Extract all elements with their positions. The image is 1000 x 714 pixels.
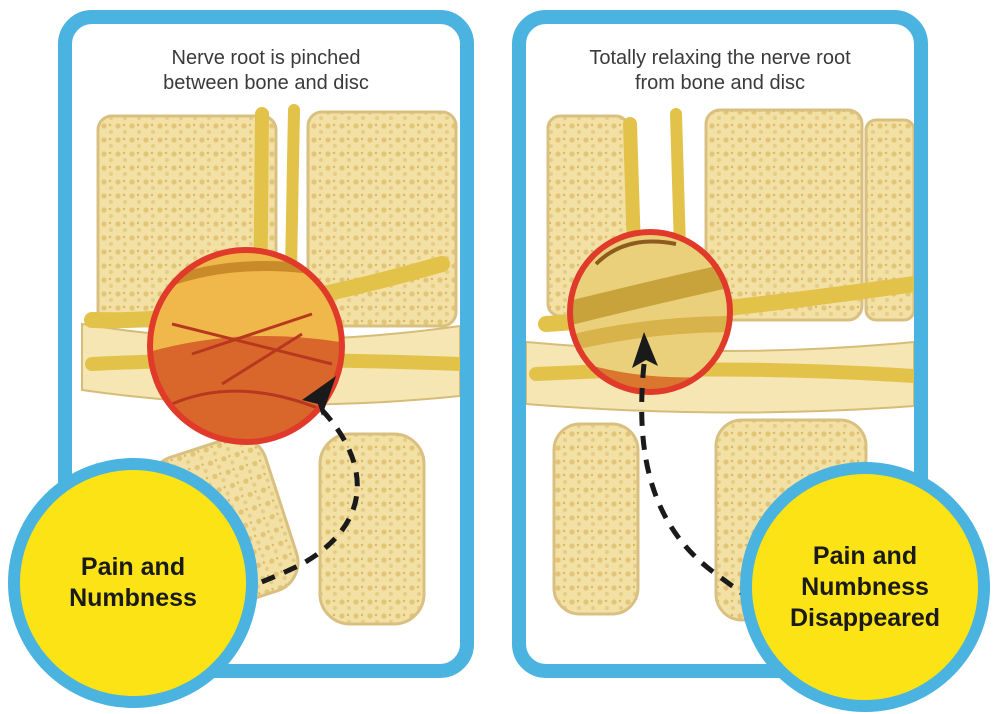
relief-closeup bbox=[570, 232, 730, 392]
arrow-pointer bbox=[302, 376, 336, 416]
spine-illustration-relaxed bbox=[526, 108, 914, 622]
highlight-ring bbox=[147, 247, 345, 445]
arrow-pointer bbox=[632, 332, 658, 368]
symptom-badge-relief: Pain and Numbness Disappeared bbox=[740, 462, 990, 712]
vertebra-upper-center bbox=[704, 108, 864, 322]
badge-label-pain: Pain and Numbness bbox=[69, 553, 197, 612]
panel-pinched: Nerve root is pinched between bone and d… bbox=[58, 10, 474, 678]
panel-title-relaxed: Totally relaxing the nerve root from bon… bbox=[589, 47, 851, 94]
symptom-badge-pain: Pain and Numbness bbox=[8, 458, 258, 708]
panel-title-pinched: Nerve root is pinched between bone and d… bbox=[163, 47, 369, 94]
vertebra-lower-left bbox=[552, 422, 640, 616]
spine-illustration-pinched bbox=[81, 104, 460, 626]
highlight-ring bbox=[567, 229, 733, 395]
badge-label-relief: Pain and Numbness Disappeared bbox=[789, 541, 941, 632]
vertebra-lower-right bbox=[318, 432, 426, 626]
vertebra-upper-right bbox=[864, 118, 914, 322]
